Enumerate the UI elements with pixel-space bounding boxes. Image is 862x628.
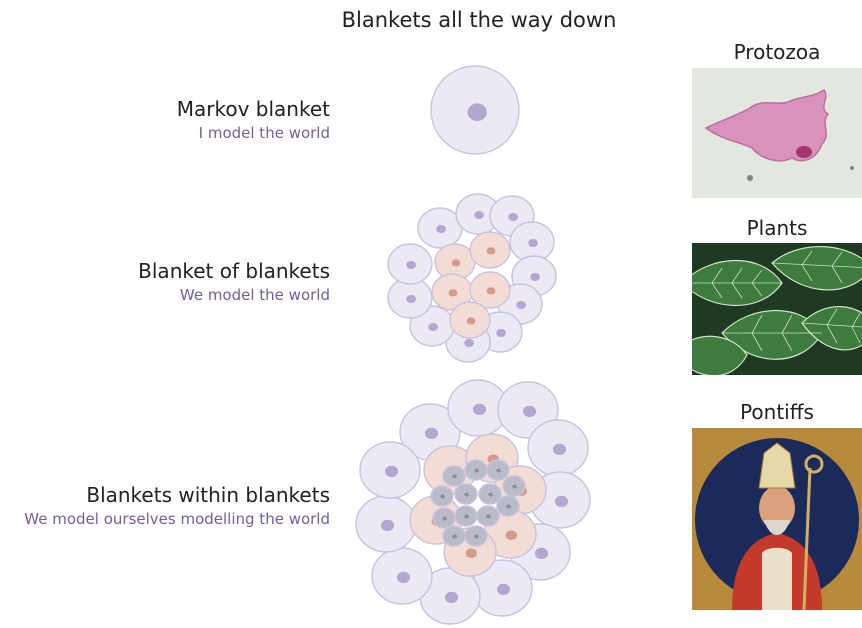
nucleus xyxy=(445,592,458,603)
core-cell xyxy=(465,460,487,480)
core-cell xyxy=(497,496,519,516)
outer-cell xyxy=(360,442,420,498)
nucleus xyxy=(512,485,517,489)
core-cell xyxy=(477,506,499,526)
nucleus xyxy=(452,535,457,539)
nucleus xyxy=(530,273,540,281)
nucleus xyxy=(428,323,438,331)
core-cell xyxy=(465,526,487,546)
core-cell xyxy=(433,508,455,528)
outer-cell xyxy=(388,244,432,284)
nucleus xyxy=(508,213,518,221)
nucleus xyxy=(474,469,479,473)
example-label-pontiffs: Pontiffs xyxy=(692,400,862,424)
example-label-plants: Plants xyxy=(692,216,862,240)
nucleus xyxy=(496,469,501,473)
inner-cell xyxy=(470,232,510,268)
nucleus xyxy=(523,406,536,417)
core-cell xyxy=(431,486,453,506)
nucleus xyxy=(535,548,548,559)
nucleus xyxy=(487,247,496,254)
nucleus xyxy=(488,493,493,497)
nucleus xyxy=(452,475,457,479)
nucleus xyxy=(452,259,461,266)
nucleus xyxy=(487,287,496,294)
core-cell xyxy=(443,526,465,546)
cell xyxy=(431,66,519,154)
core-cell xyxy=(487,460,509,480)
outer-cell xyxy=(372,548,432,604)
core-cell xyxy=(455,484,477,504)
nucleus xyxy=(466,548,477,558)
nucleus xyxy=(474,211,484,219)
nucleus xyxy=(474,535,479,539)
plants-image xyxy=(692,243,862,375)
nucleus xyxy=(464,339,474,347)
nucleus xyxy=(516,301,526,309)
core-cell xyxy=(503,476,525,496)
nucleus xyxy=(473,404,486,415)
outer-cell xyxy=(528,420,588,476)
nucleus xyxy=(406,261,416,269)
nucleus xyxy=(497,584,510,595)
single-cell-illustration xyxy=(431,66,519,154)
nucleus xyxy=(397,572,410,583)
nucleus xyxy=(440,495,445,499)
inner-cell xyxy=(450,302,490,338)
nucleus xyxy=(506,530,517,540)
protozoa-image xyxy=(692,68,862,198)
core-cell xyxy=(455,506,477,526)
nucleus xyxy=(381,520,394,531)
cell-cluster-illustration xyxy=(388,194,556,362)
nucleus xyxy=(468,103,487,121)
nucleus xyxy=(464,515,469,519)
nucleus xyxy=(442,517,447,521)
nucleus xyxy=(449,289,458,296)
nucleus xyxy=(496,329,506,337)
nucleus xyxy=(467,317,476,324)
nucleus xyxy=(425,428,438,439)
nested-cell-cluster-illustration xyxy=(356,380,590,624)
nucleus xyxy=(436,225,446,233)
core-cell xyxy=(443,466,465,486)
nucleus xyxy=(406,295,416,303)
nucleus xyxy=(486,515,491,519)
nucleus xyxy=(553,444,566,455)
nucleus xyxy=(385,466,398,477)
pontiff-image xyxy=(692,428,862,610)
example-label-protozoa: Protozoa xyxy=(692,40,862,64)
nucleus xyxy=(506,505,511,509)
outer-cell xyxy=(356,496,416,552)
nucleus xyxy=(528,239,538,247)
nucleus xyxy=(555,496,568,507)
nucleus xyxy=(464,493,469,497)
